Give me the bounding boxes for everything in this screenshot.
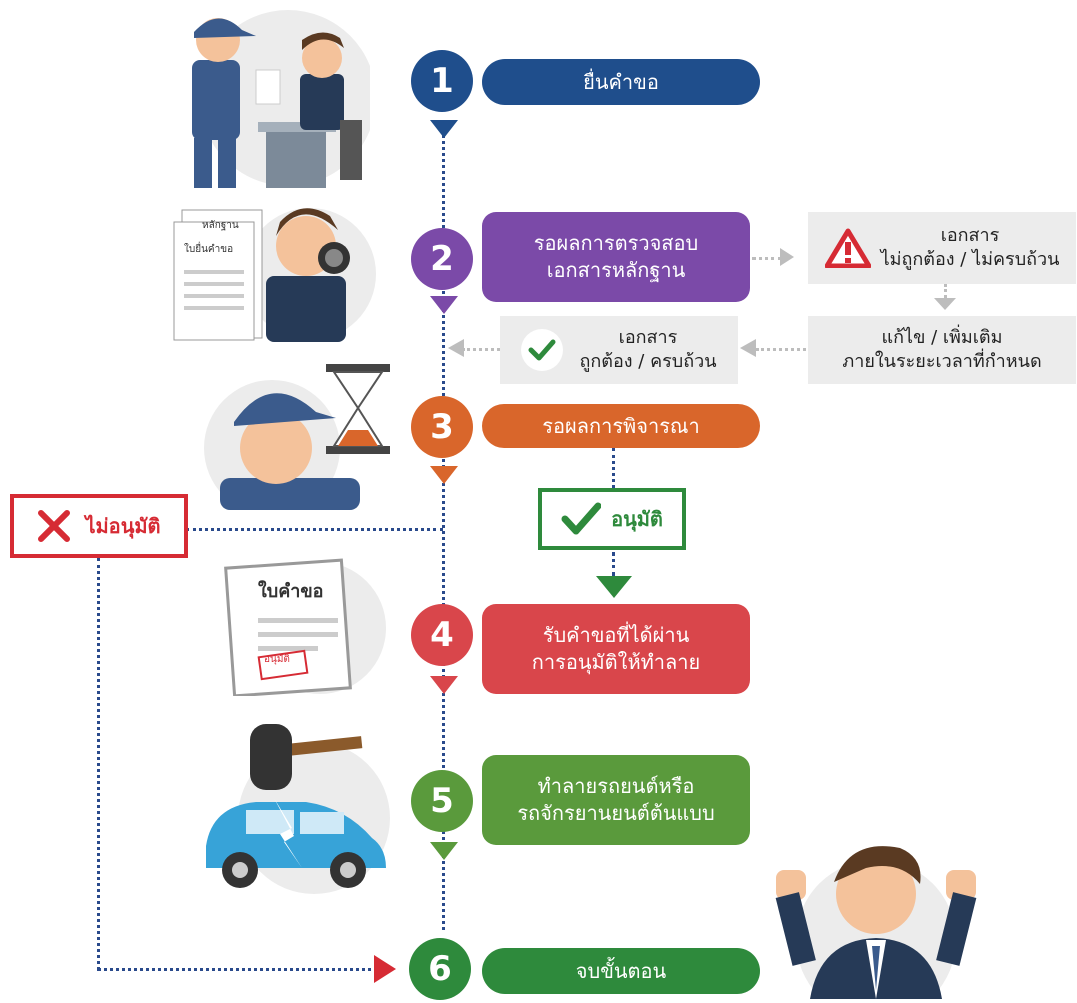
- doc2-title: ใบคำขอ: [258, 581, 324, 602]
- step1-number: 1: [411, 50, 473, 112]
- approved-label: อนุมัติ: [611, 507, 663, 531]
- document-check-illustration: หลักฐาน ใบยื่นคำขอ: [170, 196, 380, 346]
- stamp-text: อนุมัติ: [264, 654, 290, 665]
- step3-number: 3: [411, 396, 473, 458]
- step4-label: รับคำขอที่ได้ผ่านการอนุมัติให้ทำลาย: [482, 604, 750, 694]
- check-to-invalid-arrow: [780, 248, 794, 266]
- reject-down-line: [97, 558, 100, 970]
- approve-arrow-head: [596, 576, 632, 598]
- valid-docs-line1: เอกสาร: [618, 326, 678, 348]
- destroy-car-illustration: [196, 718, 396, 906]
- reject-arrow-head: [374, 955, 396, 983]
- warning-icon: [824, 228, 871, 268]
- valid-to-flow-line: [462, 348, 500, 351]
- not-approved-box: ไม่อนุมัติ: [10, 494, 188, 558]
- step2-number: 2: [411, 228, 473, 290]
- step4-number: 4: [411, 604, 473, 666]
- step6-label: จบขั้นตอน: [482, 948, 760, 994]
- fix-to-valid-line: [756, 348, 806, 351]
- valid-docs-box: เอกสาร ถูกต้อง / ครบถ้วน: [500, 316, 738, 384]
- doc1-title: หลักฐาน: [202, 220, 239, 231]
- step5-arrow: [430, 842, 458, 860]
- fix-box: แก้ไข / เพิ่มเติม ภายในระยะเวลาที่กำหนด: [808, 316, 1076, 384]
- step2-label: รอผลการตรวจสอบเอกสารหลักฐาน: [482, 212, 750, 302]
- valid-to-flow-arrow: [448, 339, 464, 357]
- step5-label: ทำลายรถยนต์หรือรถจักรยานยนต์ต้นแบบ: [482, 755, 750, 845]
- step6-number: 6: [409, 938, 471, 1000]
- step2-arrow: [430, 296, 458, 314]
- step1-label: ยื่นคำขอ: [482, 59, 760, 105]
- cross-icon: [38, 510, 71, 542]
- invalid-docs-line2: ไม่ถูกต้อง / ไม่ครบถ้วน: [880, 249, 1060, 270]
- submit-request-illustration: [180, 0, 376, 195]
- invalid-docs-line1: เอกสาร: [940, 224, 1000, 246]
- doc1-subtitle: ใบยื่นคำขอ: [184, 244, 234, 255]
- step3-label: รอผลการพิจารณา: [482, 404, 760, 448]
- fix-line1: แก้ไข / เพิ่มเติม: [881, 326, 1003, 348]
- waiting-illustration: [200, 360, 400, 516]
- fix-line2: ภายในระยะเวลาที่กำหนด: [842, 351, 1042, 372]
- invalid-to-fix-line: [944, 284, 947, 298]
- check-icon: [521, 329, 564, 371]
- step4-arrow: [430, 676, 458, 694]
- approved-check-icon: [561, 502, 602, 535]
- step1-arrow: [430, 120, 458, 138]
- fix-to-valid-arrow: [740, 339, 756, 357]
- step3-arrow: [430, 466, 458, 484]
- approve-line-bottom: [612, 552, 615, 576]
- not-approved-label: ไม่อนุมัติ: [85, 514, 161, 538]
- success-illustration: [770, 830, 980, 1003]
- invalid-to-fix-arrow: [934, 298, 956, 310]
- invalid-docs-box: เอกสาร ไม่ถูกต้อง / ไม่ครบถ้วน: [808, 212, 1076, 284]
- approve-line-top: [612, 448, 615, 488]
- main-flow-line: [442, 130, 445, 930]
- step5-number: 5: [411, 770, 473, 832]
- valid-docs-line2: ถูกต้อง / ครบถ้วน: [579, 351, 717, 372]
- approved-form-illustration: ใบคำขอ อนุมัติ: [210, 556, 390, 698]
- check-to-invalid-line: [752, 257, 782, 260]
- reject-bottom-line: [97, 968, 379, 971]
- reject-connector: [186, 528, 443, 531]
- approved-box: อนุมัติ: [538, 488, 686, 550]
